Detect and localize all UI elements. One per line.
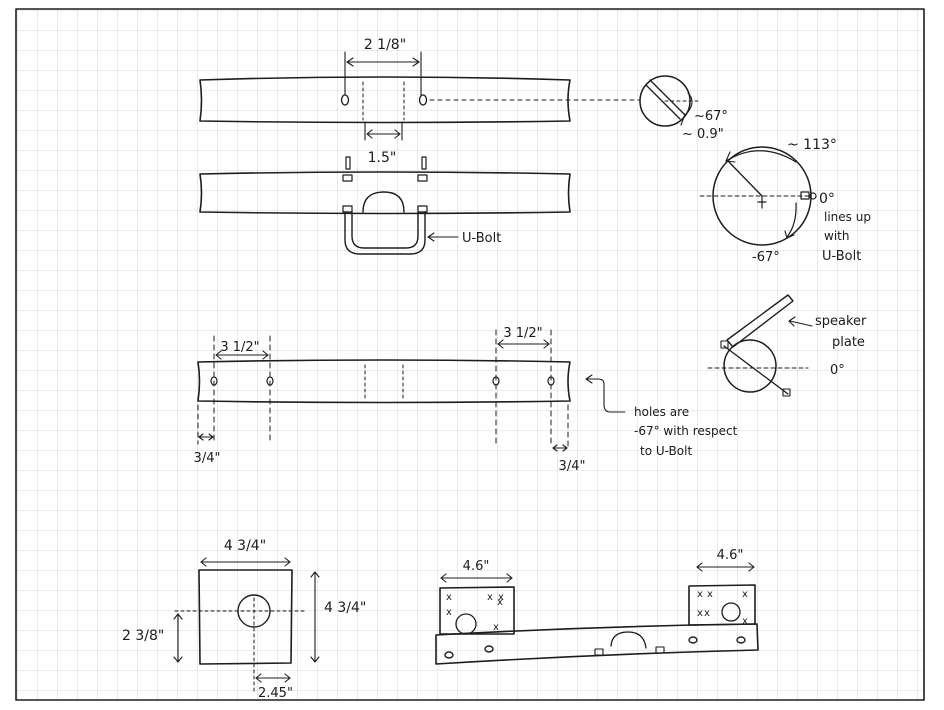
ubolt-bar-view: U-Bolt	[199, 156, 571, 255]
svg-text:x: x	[704, 608, 710, 619]
center-width-label: 1.5"	[368, 150, 397, 166]
speaker-bar-view: 3 1/2" 3 1/2" 3/4" 3/4" holes are -67° w…	[194, 326, 738, 474]
svg-text:x: x	[697, 608, 703, 619]
zero-degree-label: 0°	[819, 191, 835, 207]
minus67-label: -67°	[752, 250, 780, 265]
svg-text:x: x	[487, 592, 493, 603]
speaker-label-line2: plate	[832, 335, 865, 350]
holes-note-line1: holes are	[634, 405, 689, 419]
holes-note-line2: -67° with respect	[634, 424, 738, 438]
angle-113-label: ~ 113°	[787, 137, 837, 153]
speaker-plate-section: speaker plate 0°	[707, 294, 867, 397]
bracket-left-label: 4.6"	[463, 559, 490, 574]
lines-up-line2: with	[824, 229, 849, 243]
svg-text:x: x	[742, 616, 748, 627]
top-bar-view: 2 1/8" 1.5"	[199, 37, 641, 166]
holes-note-line3: to U-Bolt	[640, 444, 692, 458]
tube-section-large: ~ 113° 0° lines up with U-Bolt -67°	[699, 137, 871, 265]
svg-text:x: x	[493, 622, 499, 633]
mounting-plate-view: 4 3/4" 4 3/4" 2 3/8" 2.45"	[122, 538, 366, 701]
svg-text:x: x	[497, 597, 503, 608]
left-spacing-label: 3 1/2"	[220, 340, 259, 355]
left-edge-label: 3/4"	[194, 451, 221, 466]
svg-text:x: x	[446, 607, 452, 618]
bracket-right-label: 4.6"	[717, 548, 744, 563]
top-spacing-label: 2 1/8"	[364, 37, 406, 53]
hole-right	[418, 94, 428, 106]
plate-offset-x-label: 2.45"	[258, 686, 293, 701]
ubolt-label: U-Bolt	[462, 231, 501, 246]
graph-grid	[17, 10, 923, 699]
right-edge-label: 3/4"	[559, 459, 586, 474]
speaker-label-line1: speaker	[815, 314, 867, 329]
svg-text:x: x	[742, 589, 748, 600]
svg-text:x: x	[498, 592, 504, 603]
zero-degree-label-b: 0°	[830, 363, 845, 378]
svg-text:x: x	[707, 589, 713, 600]
plate-width-label: 4 3/4"	[224, 538, 266, 554]
plate-height-label: 4 3/4"	[324, 600, 366, 616]
lines-up-line1: lines up	[824, 210, 871, 224]
distance-label: ~ 0.9"	[682, 127, 724, 142]
lines-up-line3: U-Bolt	[822, 249, 861, 264]
sheet-border	[15, 8, 925, 701]
plate-offset-y-label: 2 3/8"	[122, 628, 164, 644]
tube-section-small: ~67° ~ 0.9"	[639, 75, 728, 142]
svg-text:x: x	[697, 589, 703, 600]
angle-67-label: ~67°	[694, 109, 728, 124]
svg-text:x: x	[446, 592, 452, 603]
right-spacing-label: 3 1/2"	[503, 326, 542, 341]
